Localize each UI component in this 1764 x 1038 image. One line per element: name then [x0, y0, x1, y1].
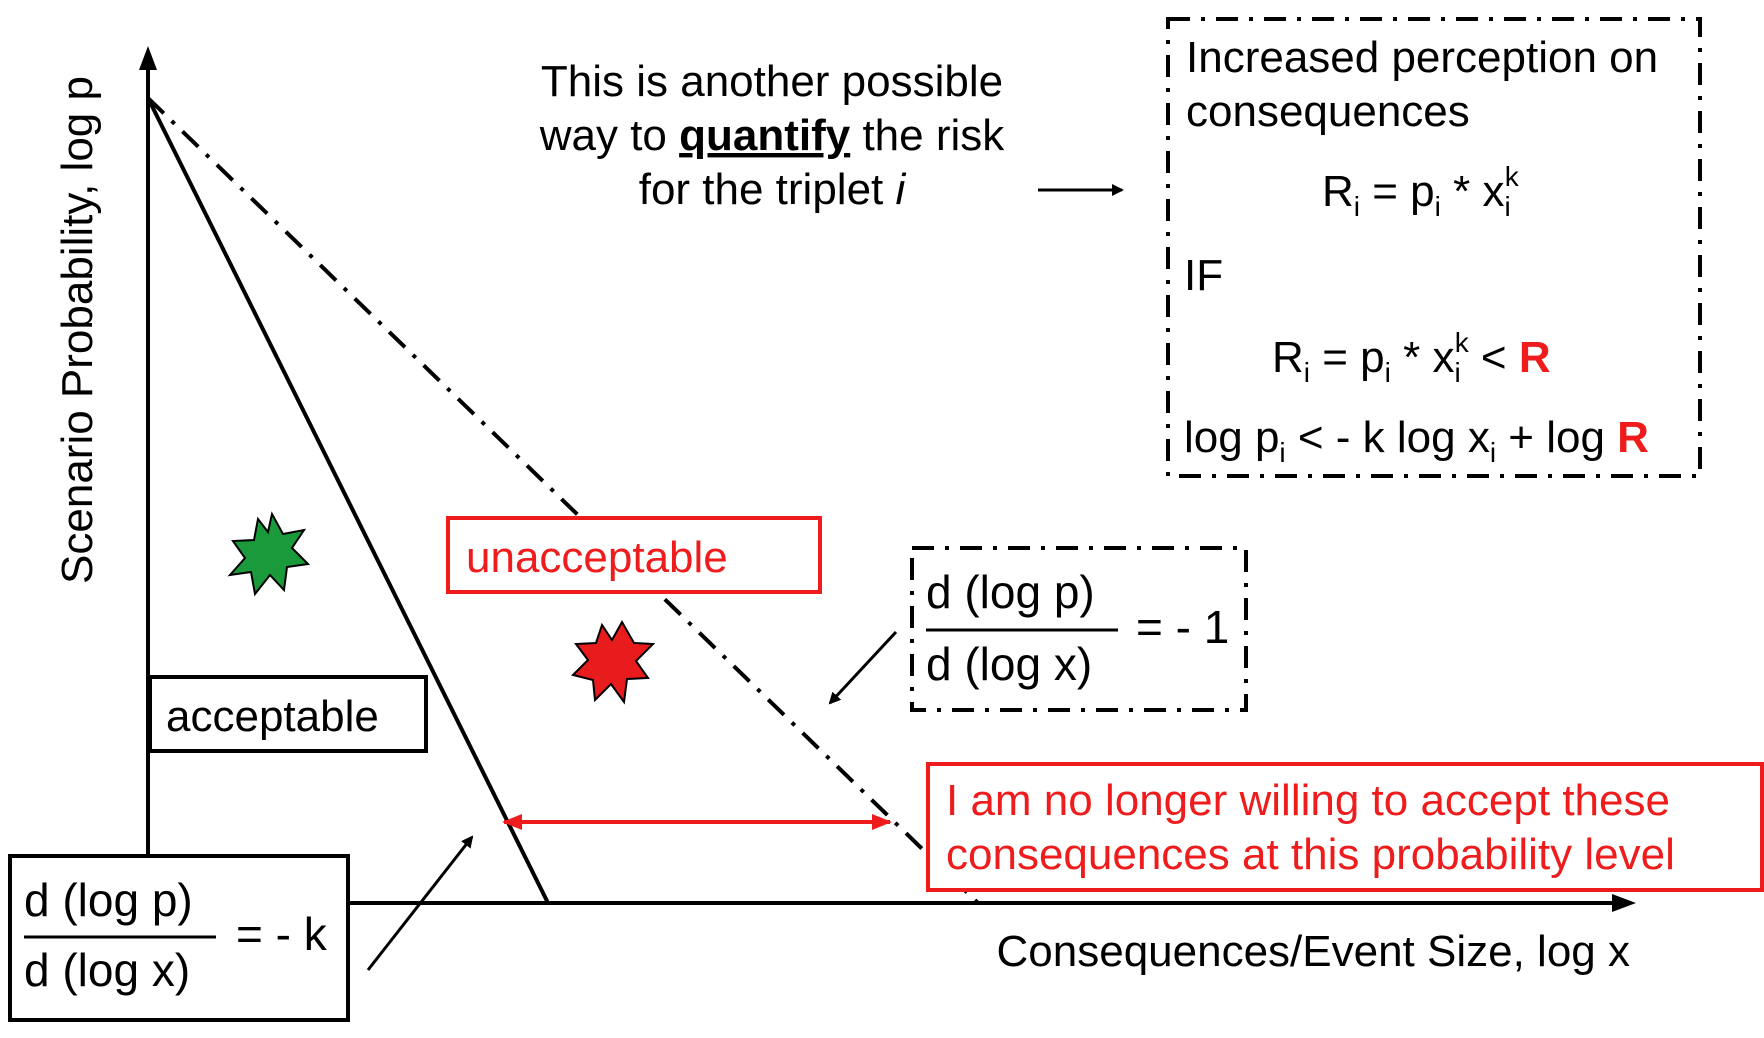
acceptance-line-solid [146, 97, 550, 904]
slope-solid-numerator: d (log p) [24, 874, 193, 926]
note-line-3: for the triplet i [639, 165, 907, 214]
unacceptable-label: unacceptable [466, 533, 728, 582]
red-scenario-burst-icon [571, 619, 656, 705]
acceptance-line-dashdot [146, 96, 980, 905]
note-line-1: This is another possible [541, 57, 1003, 106]
green-scenario-burst-icon [227, 511, 311, 597]
y-axis-arrowhead [139, 46, 157, 70]
callout-line-2: consequences at this probability level [946, 830, 1675, 879]
acceptable-label: acceptable [166, 692, 379, 741]
note-line-2: way to quantify the risk [539, 111, 1006, 160]
acceptable-box [148, 675, 428, 753]
formula-eq-2: Ri = pi * xik < R [1272, 327, 1551, 388]
formula-box-line-1: Increased perception on [1186, 33, 1658, 82]
formula-if-label: IF [1184, 251, 1223, 300]
slope-solid-denominator: d (log x) [24, 944, 190, 996]
note-emphasis-quantify: quantify [679, 111, 851, 160]
slope-dashdot-arrow [828, 630, 898, 705]
x-axis-label: Consequences/Event Size, log x [997, 927, 1631, 976]
y-axis-label: Scenario Probability, log p [53, 76, 102, 584]
callout-box [926, 762, 1764, 892]
slope-solid-rhs: = - k [236, 908, 328, 960]
slope-solid-arrow [366, 835, 474, 971]
formula-eq-1: Ri = pi * xik [1322, 161, 1520, 222]
slope-dashdot-rhs: = - 1 [1136, 601, 1229, 653]
callout-line-1: I am no longer willing to accept these [946, 776, 1670, 825]
formula-eq-3: log pi < - k log xi + log R [1184, 413, 1649, 468]
slope-dashdot-numerator: d (log p) [926, 566, 1095, 618]
slope-dashdot-denominator: d (log x) [926, 638, 1092, 690]
formula-box-line-2: consequences [1186, 87, 1470, 136]
formula-box [1166, 17, 1702, 478]
unacceptable-box [446, 516, 822, 594]
x-axis-arrowhead [1612, 894, 1636, 912]
